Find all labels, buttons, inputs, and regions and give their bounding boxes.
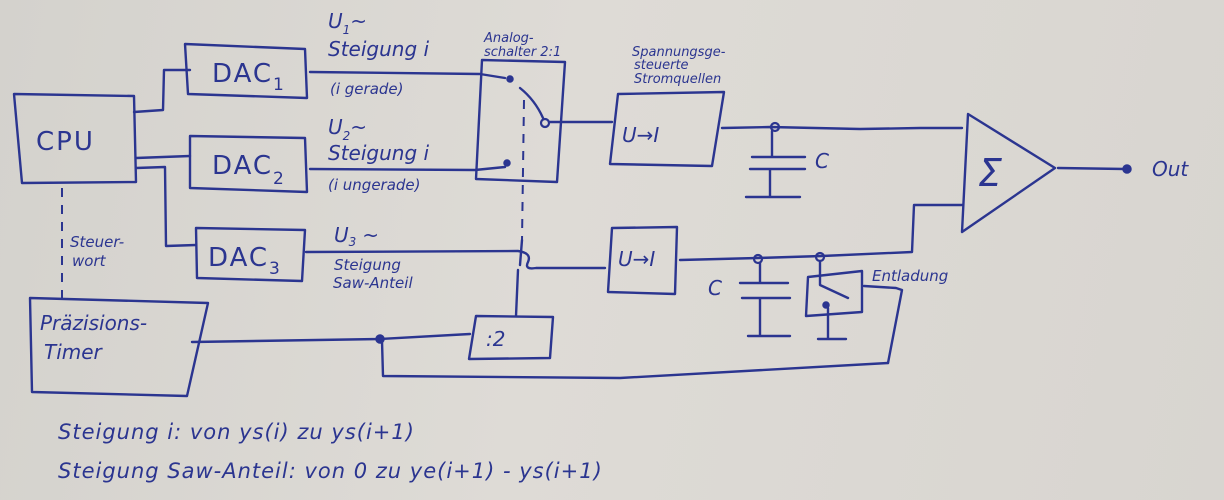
capacitor-2: C <box>708 261 792 338</box>
dac1-label: DAC1 <box>212 59 286 95</box>
vccs-label-3: Stromquellen <box>634 72 721 87</box>
u3-label-2: Saw-Anteil <box>333 274 413 292</box>
discharge-control-wire <box>380 339 890 380</box>
summer-block: Σ <box>960 112 1057 234</box>
note-1: Steigung i: von ys(i) zu ys(i+1) <box>58 420 415 444</box>
control-word-label-2: wort <box>72 252 107 270</box>
cpu-label: CPU <box>36 127 95 157</box>
discharge-switch: Entladung <box>804 259 948 365</box>
dac2-block: DAC2 <box>188 134 309 194</box>
timer-output-wire <box>190 332 472 344</box>
u3-voltage: U3~ <box>334 223 379 249</box>
vi1-output-wire <box>720 125 964 131</box>
vccs-label-2: steuerte <box>634 58 689 73</box>
precision-timer-block: Präzisions- Timer <box>28 296 210 398</box>
output-wire <box>1056 166 1127 171</box>
u3-label-1: Steigung <box>334 256 401 274</box>
note-2: Steigung Saw-Anteil: von 0 zu ye(i+1) - … <box>58 459 603 483</box>
cpu-dac-wires <box>132 68 198 248</box>
u1-label-2: (i gerade) <box>330 80 404 98</box>
u1-wire <box>308 70 507 80</box>
u1-voltage: U1~ <box>328 9 367 37</box>
analog-switch-label-2: schalter 2:1 <box>484 45 561 60</box>
control-word-label-1: Steuer- <box>70 233 124 251</box>
u2-label-1: Steigung i <box>328 141 429 165</box>
dac2-label: DAC2 <box>212 151 286 189</box>
vi-converter-1: U→I <box>608 90 726 168</box>
divider-label: :2 <box>486 327 505 351</box>
discharge-label: Entladung <box>872 267 948 285</box>
dac1-block: DAC1 <box>183 42 309 100</box>
switch-control-line <box>521 99 525 241</box>
analog-switch-label-1: Analog- <box>483 31 534 46</box>
u2-wire <box>308 165 507 172</box>
u1-label-1: Steigung i <box>328 37 429 61</box>
capacitor-2-label: C <box>708 276 722 300</box>
vi-converter-2-label: U→I <box>618 247 655 271</box>
vccs-label-1: Spannungsge- <box>632 45 726 60</box>
timer-label-1: Präzisions- <box>40 311 147 335</box>
cpu-block: CPU <box>12 92 138 185</box>
capacitor-1-label: C <box>815 149 829 173</box>
divider-block: :2 <box>467 314 555 361</box>
output-terminal <box>1122 164 1132 174</box>
vi-converter-1-label: U→I <box>622 123 659 147</box>
divider-control-wire <box>514 238 524 318</box>
u2-voltage: U2~ <box>328 115 367 143</box>
summer-symbol: Σ <box>978 151 1002 195</box>
output-label: Out <box>1152 157 1189 181</box>
vi2-output-wire <box>678 203 964 262</box>
dac3-label: DAC3 <box>208 243 282 279</box>
u3-wire <box>304 249 607 270</box>
timer-label-2: Timer <box>44 340 104 364</box>
u2-label-2: (i ungerade) <box>328 176 421 194</box>
analog-switch-block: Analog- schalter 2:1 <box>474 31 614 241</box>
vi-converter-2: U→I <box>606 225 679 296</box>
dac3-block: DAC3 <box>194 226 307 283</box>
capacitor-1: C <box>744 129 829 199</box>
